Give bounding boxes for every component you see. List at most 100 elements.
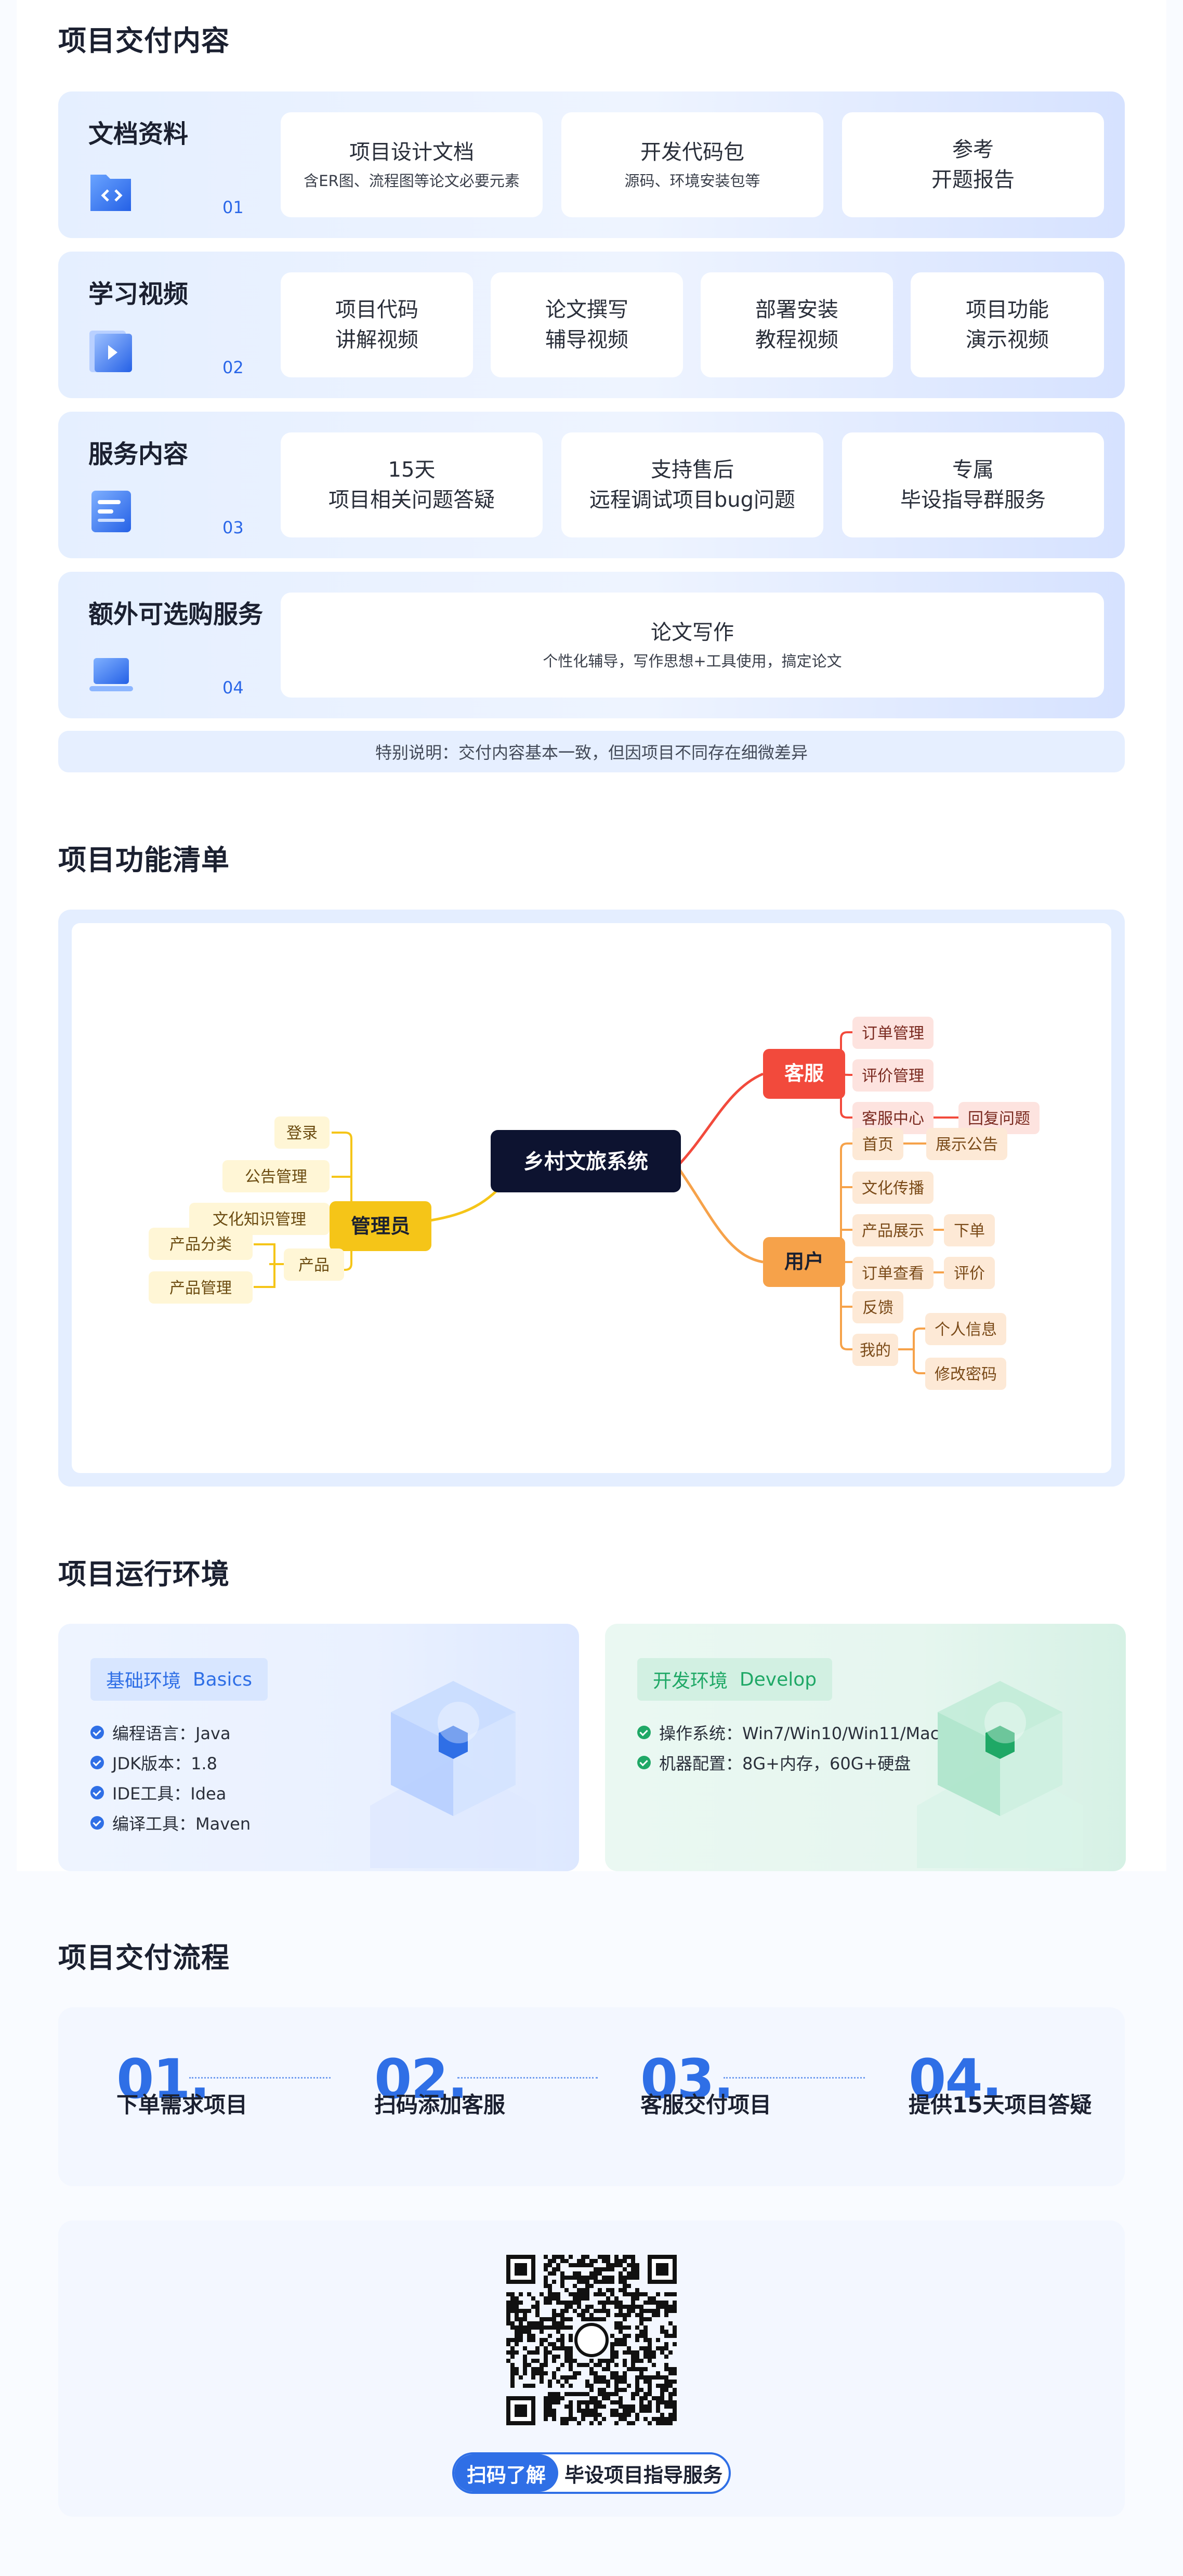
step-4: 04. — [909, 2047, 1002, 2111]
card-sub: 个性化辅导，写作思想+工具使用，搞定论文 — [543, 652, 842, 670]
step-label: 下单需求项目 — [116, 2092, 248, 2118]
node-order-manage-label: 订单管理 — [862, 1024, 924, 1043]
scan-label: 扫码了解 — [454, 2454, 558, 2492]
env-basic-label: 基础环境 Basics — [90, 1658, 268, 1701]
step-number: 04. — [909, 2047, 1002, 2111]
edge-root-user — [676, 1165, 764, 1264]
node-admin — [330, 1201, 431, 1251]
card-sub: 含ER图、流程图等论文必要元素 — [304, 172, 520, 190]
mindmap-svg: 乡村文旅系统 管理员 登录 公告管理 文化知识管理 产品 产品分类 产品管理 — [149, 1017, 1040, 1390]
row-title: 额外可选购服务 — [88, 600, 264, 629]
node-product-manage — [149, 1271, 253, 1304]
card-line: 部署安装 — [755, 298, 838, 322]
card-line: 演示视频 — [966, 328, 1049, 352]
card-qa-15days: 15天 项目相关问题答疑 — [281, 432, 543, 537]
node-admin-label: 管理员 — [351, 1215, 410, 1238]
node-change-password-label: 修改密码 — [935, 1365, 997, 1384]
node-change-password — [925, 1358, 1006, 1390]
card-proposal: 参考 开题报告 — [842, 112, 1104, 217]
card-line: 支持售后 — [651, 458, 734, 482]
node-review — [944, 1257, 995, 1289]
node-login — [274, 1116, 330, 1149]
qr-code[interactable] — [506, 2255, 677, 2425]
step-number: 02. — [374, 2047, 468, 2111]
row-title: 服务内容 — [88, 440, 189, 469]
card-line: 项目相关问题答疑 — [328, 488, 495, 512]
env-basic-label-cn: 基础环境 — [106, 1671, 181, 1692]
card-thesis-video: 论文撰写 辅导视频 — [491, 272, 683, 377]
step-number: 03. — [640, 2047, 734, 2111]
env-basic-item: JDK版本：1.8 — [90, 1751, 217, 1775]
card-group-service: 专属 毕设指导群服务 — [842, 432, 1104, 537]
qr-panel: 扫码了解 毕设项目指导服务 — [58, 2220, 1125, 2517]
env-basic-card: 基础环境 Basics 编程语言：Java JDK版本：1.8 IDE工具：Id… — [58, 1624, 579, 1871]
card-line: 毕设指导群服务 — [900, 488, 1046, 512]
env-item-text: 操作系统：Win7/Win10/Win11/Mac — [659, 1724, 940, 1743]
node-notice-manage — [222, 1160, 330, 1192]
node-place-order-label: 下单 — [954, 1222, 985, 1240]
code-doc-icon — [90, 175, 131, 211]
node-service-center-label: 客服中心 — [862, 1110, 924, 1128]
card-sub: 源码、环境安装包等 — [624, 172, 760, 190]
node-user — [763, 1237, 845, 1287]
env-item-text: JDK版本：1.8 — [112, 1754, 217, 1773]
delivery-section-title: 项目交付内容 — [58, 24, 230, 57]
node-order-view-label: 订单查看 — [862, 1265, 924, 1283]
node-login-label: 登录 — [286, 1124, 318, 1142]
service-list-icon — [91, 491, 131, 532]
env-item-text: IDE工具：Idea — [112, 1784, 227, 1804]
node-feedback-label: 反馈 — [862, 1299, 893, 1317]
contact-pill[interactable]: 扫码了解 毕设项目指导服务 — [452, 2452, 731, 2494]
card-thesis-writing: 论文写作 个性化辅导，写作思想+工具使用，搞定论文 — [281, 593, 1104, 698]
env-item-text: 编程语言：Java — [112, 1724, 231, 1743]
card-line: 项目代码 — [335, 298, 418, 322]
step-3: 03. — [640, 2047, 734, 2111]
card-deploy-video: 部署安装 教程视频 — [701, 272, 893, 377]
env-dev-item: 机器配置：8G+内存，60G+硬盘 — [637, 1751, 911, 1775]
card-line: 项目设计文档 — [349, 140, 474, 164]
card-after-sales: 支持售后 远程调试项目bug问题 — [561, 432, 823, 537]
row-title: 文档资料 — [88, 120, 189, 149]
env-basic-item: IDE工具：Idea — [90, 1781, 226, 1805]
env-item-text: 编译工具：Maven — [112, 1814, 251, 1834]
node-culture-spread-label: 文化传播 — [862, 1179, 924, 1198]
node-show-notice — [926, 1128, 1007, 1160]
features-section-title: 项目功能清单 — [58, 844, 230, 876]
node-product-category-label: 产品分类 — [169, 1236, 232, 1254]
process-section-title: 项目交付流程 — [58, 1941, 230, 1974]
card-design-doc: 项目设计文档 含ER图、流程图等论文必要元素 — [281, 112, 543, 217]
row-number: 03 — [222, 518, 244, 537]
node-personal-info-label: 个人信息 — [935, 1321, 997, 1339]
env-dev-item: 操作系统：Win7/Win10/Win11/Mac — [637, 1720, 939, 1744]
node-home — [852, 1128, 903, 1160]
card-line: 参考 — [952, 138, 994, 162]
cube-illustration-icon — [917, 1681, 1083, 1868]
card-line: 论文撰写 — [545, 298, 628, 322]
env-dev-label-cn: 开发环境 — [653, 1671, 728, 1692]
edge — [332, 1132, 352, 1220]
edge — [254, 1243, 284, 1288]
node-place-order — [944, 1214, 995, 1246]
node-mine-label: 我的 — [860, 1342, 891, 1360]
node-show-notice-label: 展示公告 — [936, 1136, 998, 1154]
node-culture-manage-label: 文化知识管理 — [213, 1211, 306, 1229]
env-dev-label: 开发环境 Develop — [637, 1658, 833, 1701]
check-icon — [637, 1726, 651, 1739]
delivery-row-videos: 学习视频 02 项目代码 讲解视频 论文撰写 辅导视频 部署安装 教程视频 项目… — [58, 252, 1125, 398]
step-label: 提供15天项目答疑 — [909, 2092, 1092, 2118]
env-dev-card: 开发环境 Develop 操作系统：Win7/Win10/Win11/Mac 机… — [605, 1624, 1126, 1871]
edge — [824, 1031, 852, 1075]
row-title: 学习视频 — [88, 280, 189, 309]
node-service — [763, 1049, 845, 1099]
process-steps: 01. 下单需求项目 02. 扫码添加客服 03. 客服交付项目 04. 提供1… — [58, 2007, 1125, 2186]
edge — [841, 1186, 852, 1308]
edge — [332, 1220, 352, 1271]
check-icon — [90, 1816, 104, 1830]
mindmap-frame: 乡村文旅系统 管理员 登录 公告管理 文化知识管理 产品 产品分类 产品管理 — [58, 910, 1125, 1487]
node-order-view — [852, 1257, 934, 1289]
card-line: 辅导视频 — [545, 328, 628, 352]
check-icon — [90, 1726, 104, 1739]
env-basic-item: 编程语言：Java — [90, 1720, 231, 1744]
special-note: 特别说明：交付内容基本一致，但因项目不同存在细微差异 — [58, 731, 1125, 772]
step-2: 02. — [374, 2047, 468, 2111]
